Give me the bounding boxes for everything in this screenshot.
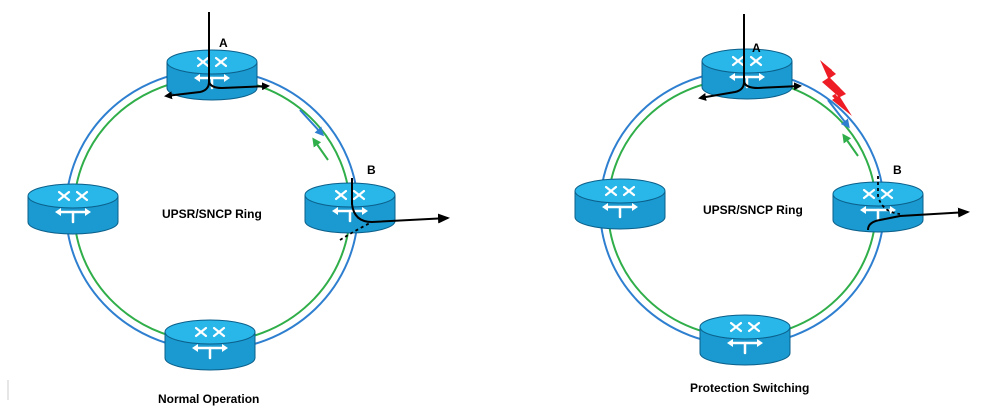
node-b-label: B [893, 163, 902, 177]
ring-label: UPSR/SNCP Ring [703, 203, 803, 217]
blue-direction-arrow [827, 99, 850, 129]
diagram-protection-switching: A B UPSR/SNCP Ring Protection Switching [573, 14, 970, 395]
router-icon [163, 318, 257, 372]
router-icon [303, 181, 397, 235]
diagram-normal-operation: A B UPSR/SNCP Ring Normal Operation [26, 12, 450, 406]
node-a-label: A [752, 41, 761, 55]
lightning-fault-icon-bolt [820, 60, 852, 116]
diagram-caption: Normal Operation [158, 392, 259, 406]
router-icon [700, 47, 794, 101]
diagram-caption: Protection Switching [690, 381, 809, 395]
router-icon [573, 177, 667, 231]
node-a-label: A [219, 36, 228, 50]
node-b-label: B [367, 163, 376, 177]
green-direction-arrow [312, 137, 329, 161]
router-icon [165, 48, 259, 102]
traffic-output-line [867, 207, 970, 231]
traffic-failed-dotted [877, 176, 901, 215]
ring-label: UPSR/SNCP Ring [162, 207, 262, 221]
router-icon [698, 313, 792, 367]
green-direction-arrow [842, 133, 859, 157]
router-icon [26, 182, 120, 236]
traffic-split-east [208, 81, 270, 91]
blue-direction-arrow [299, 109, 325, 137]
traffic-split-east [743, 81, 802, 91]
traffic-standby-dotted [339, 221, 373, 241]
